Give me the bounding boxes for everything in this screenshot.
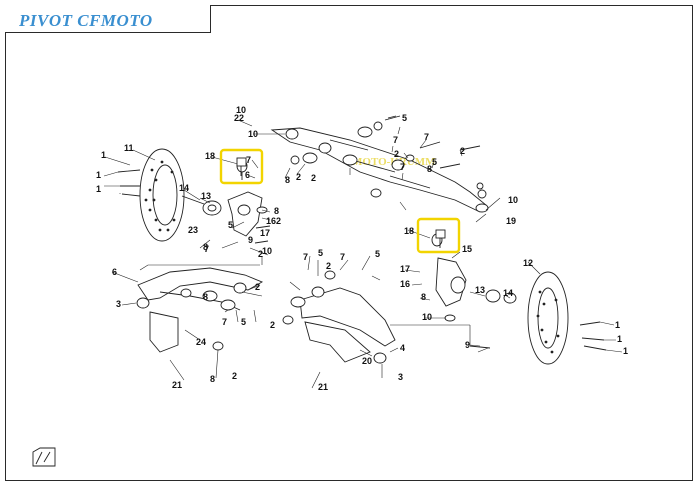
callout-label: 2 [258,249,263,259]
callout-label: 21 [318,382,328,392]
callout-label: 11 [124,143,134,153]
callout-label: 21 [172,380,182,390]
callout-label: 3 [398,372,403,382]
callout-label: 9 [465,340,470,350]
callout-label: 8 [427,164,432,174]
callout-label: 2 [460,146,465,156]
callout-label: 8 [421,292,426,302]
callout-label: 18 [205,151,215,161]
callout-label: 5 [432,157,437,167]
callout-label: 6 [245,170,250,180]
callout-label: 1 [615,320,620,330]
callout-label: 5 [228,220,233,230]
leader-lines [103,119,623,389]
callout-label: 13 [201,191,211,201]
left-brake-disc [139,148,185,242]
callout-label: 2 [394,149,399,159]
callout-label: 7 [393,135,398,145]
callout-label: 8 [274,206,279,216]
callout-label: 2 [270,320,275,330]
callout-label: 13 [475,285,485,295]
callout-label: 22 [234,113,244,123]
callout-label: 10 [508,195,518,205]
callout-label: 2 [255,282,260,292]
upper-arm-bushings [290,115,487,199]
callout-label: 17 [260,228,270,238]
callout-label: 9 [248,235,253,245]
callout-label: 5 [375,249,380,259]
page-title: PIVOT CFMOTO [19,11,153,30]
callout-label: 10 [262,246,272,256]
callout-label: 3 [116,299,121,309]
callout-label: 8 [203,292,208,302]
callout-label: 15 [462,244,472,254]
title-box: PIVOT CFMOTO [5,5,211,33]
callout-label: 18 [404,226,414,236]
callout-label: 7 [340,252,345,262]
callout-label: 5 [402,113,407,123]
lower-a-arm-center [282,270,396,364]
callout-label: 19 [506,216,516,226]
callout-label: 14 [503,288,513,298]
callout-label: 1 [101,150,106,160]
callout-label: 7 [204,244,209,254]
callout-label: 1 [623,346,628,356]
callout-label: 1 [96,170,101,180]
callout-label: 2 [276,216,281,226]
callout-label: 10 [248,129,258,139]
callout-label: 5 [318,248,323,258]
callout-label: 17 [400,264,410,274]
highlight-box-right [416,217,461,254]
callout-label: 23 [188,225,198,235]
right-knuckle [431,233,517,322]
callout-label: 24 [196,337,206,347]
page-corner-icon [32,447,56,467]
callout-label: 4 [400,343,405,353]
callout-label: 1 [96,184,101,194]
callout-label: 12 [523,258,533,268]
upper-a-arm [270,127,489,213]
callout-label: 8 [210,374,215,384]
callout-label: 16 [266,216,276,226]
callout-label: 1 [617,334,622,344]
callout-label: 7 [222,317,227,327]
callout-label: 20 [362,356,372,366]
callout-label: 5 [241,317,246,327]
callout-label: 14 [179,183,189,193]
callout-label: 7 [246,155,251,165]
bolts [117,115,607,351]
callout-label: 8 [203,242,208,252]
callout-label: 8 [285,175,290,185]
callout-label: 10 [236,105,246,115]
callout-label: 6 [112,267,117,277]
diagram-frame [5,5,693,481]
callout-label: 7 [303,252,308,262]
ball-joint-left [236,157,247,176]
callout-label: 10 [422,312,432,322]
callout-label: 7 [424,132,429,142]
callout-label: 2 [311,173,316,183]
ball-joint-right [435,229,446,248]
callout-label: 2 [326,261,331,271]
right-brake-disc [527,271,569,365]
callout-label: 16 [400,279,410,289]
callout-label: 2 [296,172,301,182]
callout-label: 7 [400,162,405,172]
callout-label: 2 [232,371,237,381]
highlight-box-left [219,148,264,185]
